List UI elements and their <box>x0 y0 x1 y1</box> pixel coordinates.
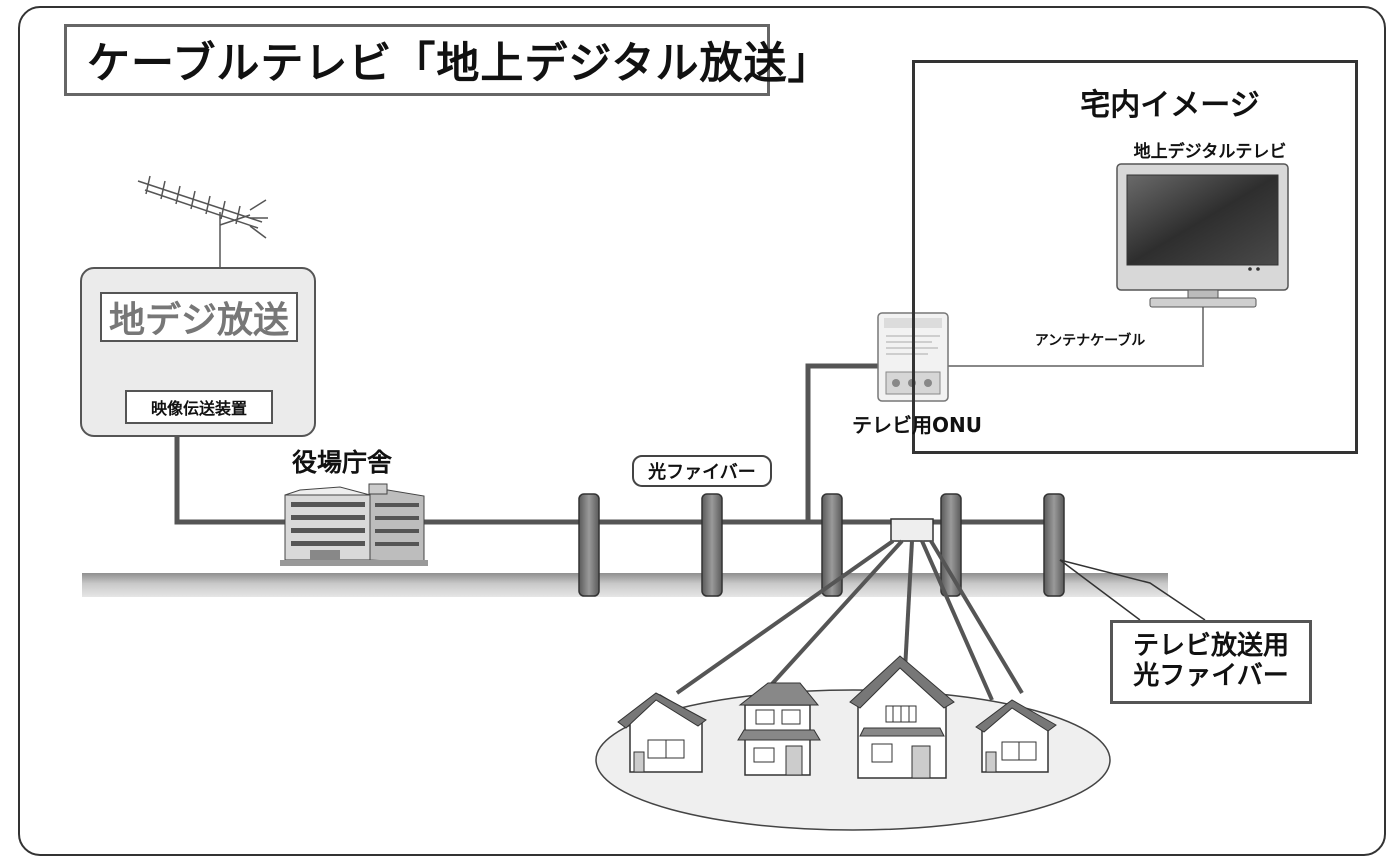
tv-fiber-callout-line2: 光ファイバー <box>1133 661 1289 691</box>
digital-broadcast-label: 地デジ放送 <box>100 292 298 342</box>
drop-lines <box>675 539 1024 701</box>
house-icon-1 <box>617 692 707 773</box>
home-image-frame <box>912 60 1358 454</box>
fiber-riser-line <box>805 363 882 522</box>
ground-strip <box>82 573 1168 597</box>
tv-fiber-callout-line1: テレビ放送用 <box>1132 631 1289 662</box>
antenna-cable-line <box>948 300 1204 367</box>
utility-poles <box>578 493 1065 597</box>
antenna-cable-label: アンテナケーブル <box>1034 333 1146 349</box>
outer-frame <box>18 6 1386 856</box>
town-hall-building-icon <box>280 483 428 566</box>
fiber-main-line <box>174 437 1052 525</box>
house-icon-2 <box>737 682 821 776</box>
house-icon-4 <box>975 699 1057 773</box>
tv-fiber-callout: テレビ放送用 光ファイバー <box>1110 620 1312 704</box>
town-hall-label: 役場庁舎 <box>292 448 393 477</box>
home-image-title: 宅内イメージ <box>1080 88 1260 123</box>
video-transmission-equipment-label: 映像伝送装置 <box>125 390 273 424</box>
tv-icon <box>1116 163 1289 308</box>
onu-label: テレビ用ONU <box>852 413 982 437</box>
diagram-title: ケーブルテレビ「地上デジタル放送」 <box>64 24 831 96</box>
fiber-label: 光ファイバー <box>632 455 772 487</box>
tv-label: 地上デジタルテレビ <box>1133 142 1287 162</box>
house-icon-3 <box>849 655 955 779</box>
antenna-icon <box>137 175 268 267</box>
